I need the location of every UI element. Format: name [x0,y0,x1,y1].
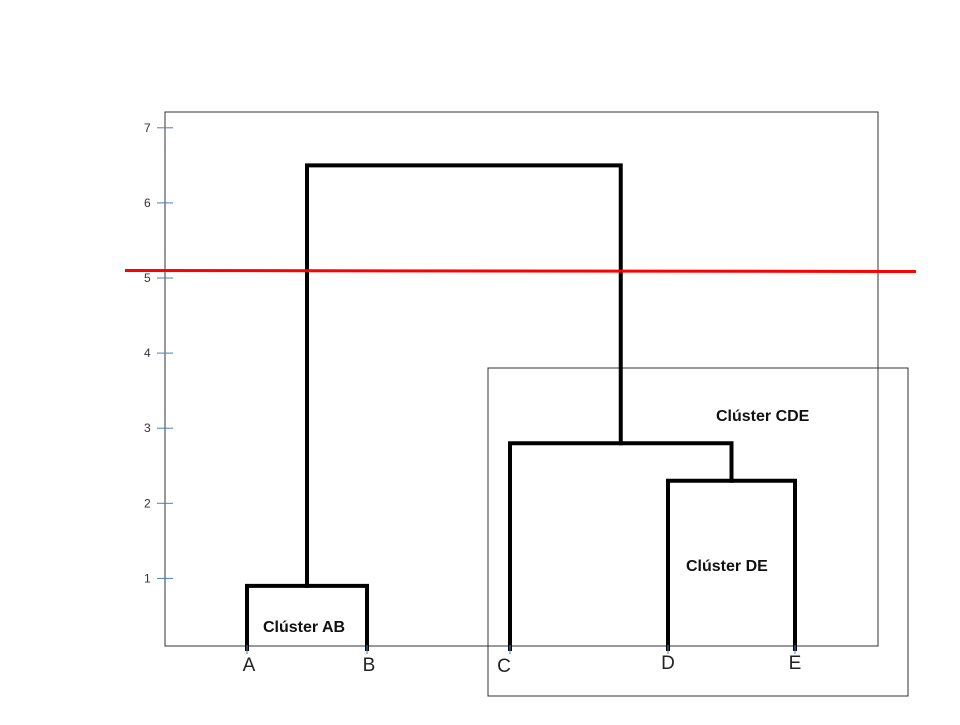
y-tick-label-3: 3 [144,421,151,435]
merge-branch-a-b [245,583,369,651]
y-tick-label-5: 5 [144,271,151,285]
y-axis: 1 2 3 4 5 6 7 [144,121,173,585]
y-tick-label-6: 6 [144,196,151,210]
cluster-ab-label: Clúster AB [263,619,345,636]
leaf-label-a: A [243,655,256,676]
y-tick-label-2: 2 [144,496,151,510]
leaf-labels: A B C D E [243,653,802,677]
leaf-label-e: E [789,653,802,674]
y-tick-label-1: 1 [144,571,151,585]
leaf-label-c: C [497,656,511,677]
x-axis-ticks [246,645,796,654]
cluster-cde-label: Clúster CDE [716,408,810,425]
y-tick-label-4: 4 [144,346,151,360]
plot-frame [164,111,879,647]
y-tick-label-7: 7 [144,121,151,135]
cluster-de-label: Clúster DE [686,558,768,575]
merge-branch-c-de [508,441,734,651]
cut-threshold-line [124,268,917,273]
dendrogram-tree [245,163,797,651]
leaf-label-d: D [661,653,675,674]
merge-branch-ab-cde [305,163,623,588]
leaf-label-b: B [363,655,376,676]
cluster-cde-box [487,367,909,697]
